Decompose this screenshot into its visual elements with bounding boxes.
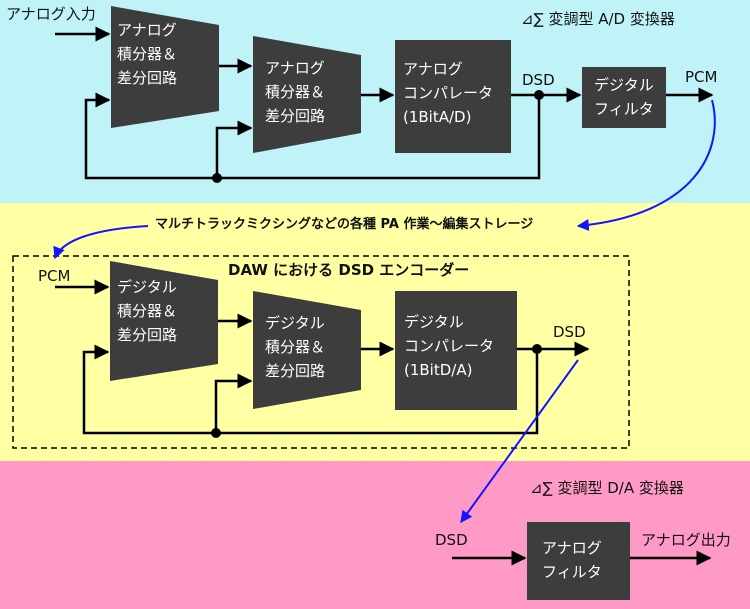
storage-to-pcm-arrow (53, 225, 149, 260)
digital-filter-block (582, 67, 666, 128)
integrator1-ad-label: アナログ 積分器＆ 差分回路 (117, 21, 178, 87)
integrator2-ad-label: アナログ 積分器＆ 差分回路 (265, 59, 326, 125)
ad-converter-section (55, 6, 714, 183)
dsd-label: DSD (522, 71, 555, 89)
daw-dashed-frame (12, 255, 630, 449)
flow-connectors (53, 99, 716, 523)
comparator-daw-block (395, 291, 517, 410)
integrator1-daw-label: デジタル 積分器＆ 差分回路 (117, 278, 178, 344)
ad-converter-title: ⊿∑ 変調型 A/D 変換器 (521, 10, 675, 28)
da-converter-section (452, 522, 712, 600)
pcm-output-label: PCM (685, 68, 718, 86)
analog-filter-block (527, 522, 630, 600)
junction-dot (534, 90, 544, 100)
integrator2-daw-block (253, 291, 361, 409)
digital-filter-label: デジタル フィルタ (594, 76, 654, 118)
comparator-daw-label: デジタル コンパレータ (1BitD/A) (404, 313, 495, 379)
analog-output-label: アナログ出力 (641, 531, 731, 549)
comparator-ad-label: アナログ コンパレータ (1BitA/D) (403, 60, 494, 126)
dsd-output-label: DSD (553, 323, 586, 341)
storage-caption: マルチトラックミクシングなどの各種 PA 作業～編集ストレージ (155, 217, 534, 232)
pcm-input-label: PCM (38, 267, 71, 285)
integrator1-daw-block (110, 261, 218, 381)
da-converter-title: ⊿∑ 変調型 D/A 変換器 (530, 479, 684, 497)
analog-input-label: アナログ入力 (6, 5, 96, 23)
junction-dot (212, 173, 222, 183)
analog-filter-label: アナログ フィルタ (542, 539, 602, 581)
daw-encoder-title: DAW における DSD エンコーダー (228, 261, 470, 279)
integrator1-ad-block (111, 6, 219, 128)
comparator-ad-block (395, 40, 511, 153)
dsd-to-da-arrow (460, 359, 579, 523)
daw-encoder-section (12, 255, 630, 449)
integrator2-daw-label: デジタル 積分器＆ 差分回路 (265, 314, 326, 380)
dsd-input-label: DSD (435, 531, 468, 549)
pcm-to-storage-arrow (576, 99, 716, 231)
integrator2-ad-block (253, 36, 361, 153)
junction-dot (211, 428, 221, 438)
junction-dot (532, 344, 542, 354)
